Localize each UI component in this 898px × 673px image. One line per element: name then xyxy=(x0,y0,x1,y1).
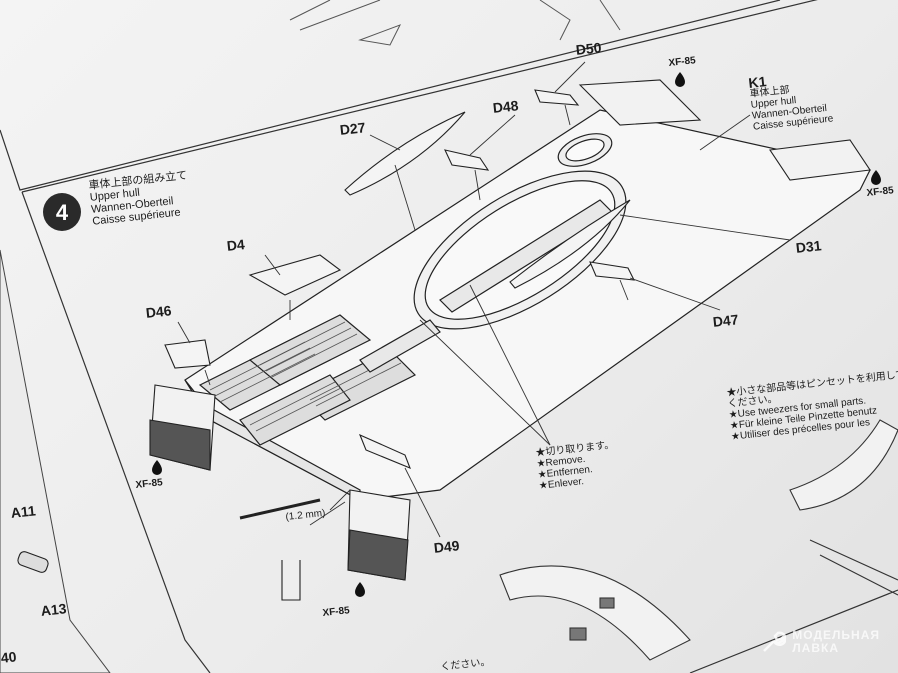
step-number: 4 xyxy=(56,200,69,225)
separate-parts xyxy=(17,89,635,601)
rear-fenders xyxy=(149,384,411,581)
part-label-d47: D47 xyxy=(712,311,740,330)
step-title: 車体上部の組み立て Upper hull Wannen-Oberteil Cai… xyxy=(88,170,191,228)
upper-hull xyxy=(184,109,871,501)
part-label-d46: D46 xyxy=(145,302,173,321)
watermark-line1: МОДЕЛЬНАЯ xyxy=(792,628,880,642)
step-frame-top xyxy=(21,0,818,193)
k1-label: K1 車体上部 Upper hull Wannen-Oberteil Caiss… xyxy=(748,70,834,133)
part-label-edge: 40 xyxy=(0,648,18,666)
part-label-d27: D27 xyxy=(339,119,367,138)
paint-drop-icon xyxy=(152,460,162,475)
wrench-icon xyxy=(763,631,787,652)
leader-lines xyxy=(177,61,791,538)
part-label-d4: D4 xyxy=(226,236,246,254)
paint-drop-icon xyxy=(355,582,365,597)
step-frame-left xyxy=(21,191,211,673)
watermark: МОДЕЛЬНАЯ ЛАВКА xyxy=(760,629,880,655)
remove-note: ★切り取ります。 ★Remove. ★Entfernen. ★Enlever. xyxy=(535,440,618,492)
step-number-circle xyxy=(43,193,81,231)
right-fender xyxy=(578,79,871,181)
step-frame-bottom xyxy=(689,589,898,673)
paint-drop-icon xyxy=(675,72,685,87)
part-label-d31: D31 xyxy=(795,237,823,256)
part-label-a13: A13 xyxy=(40,600,68,619)
paint-drop-icon xyxy=(871,170,881,185)
part-label-a11: A11 xyxy=(10,502,37,521)
previous-step-drawing xyxy=(289,0,621,46)
part-label-d50: D50 xyxy=(575,39,603,58)
next-step-drawing xyxy=(499,419,898,661)
watermark-line2: ЛАВКА xyxy=(792,641,840,655)
paint-drop-icons xyxy=(152,72,881,597)
part-label-d49: D49 xyxy=(433,537,461,556)
drill-dimension xyxy=(329,489,351,511)
previous-step-frame xyxy=(0,0,781,191)
part-label-d48: D48 xyxy=(492,97,520,116)
